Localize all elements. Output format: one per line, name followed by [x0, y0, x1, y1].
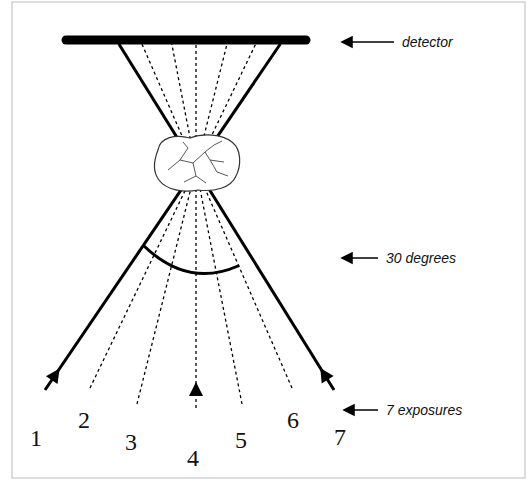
beam-arrowhead — [189, 382, 203, 396]
side-label: detector — [402, 34, 453, 50]
detector-bar — [66, 36, 306, 45]
dotted-beam — [90, 44, 256, 388]
dotted-beam — [137, 44, 227, 404]
frame — [12, 2, 525, 478]
callout-number: 2 — [78, 408, 90, 432]
solid-beam — [119, 44, 334, 390]
pointer-arrows — [342, 37, 394, 415]
x-ray-beams — [45, 44, 334, 408]
callout-number: 3 — [125, 430, 137, 454]
beam-arrowhead — [320, 368, 333, 384]
side-label: 7 exposures — [386, 402, 462, 418]
side-label: 30 degrees — [386, 250, 456, 266]
beam-arrowhead — [46, 369, 60, 385]
callout-number: 5 — [235, 428, 247, 452]
angle-arc — [144, 246, 238, 274]
dotted-beam — [195, 44, 196, 408]
solid-beam — [45, 44, 280, 390]
dotted-beam — [142, 44, 292, 388]
callout-number: 4 — [187, 446, 199, 470]
callout-number: 1 — [30, 426, 42, 450]
callout-number: 6 — [287, 408, 299, 432]
breast-object — [154, 135, 239, 191]
callout-number: 7 — [334, 425, 346, 449]
